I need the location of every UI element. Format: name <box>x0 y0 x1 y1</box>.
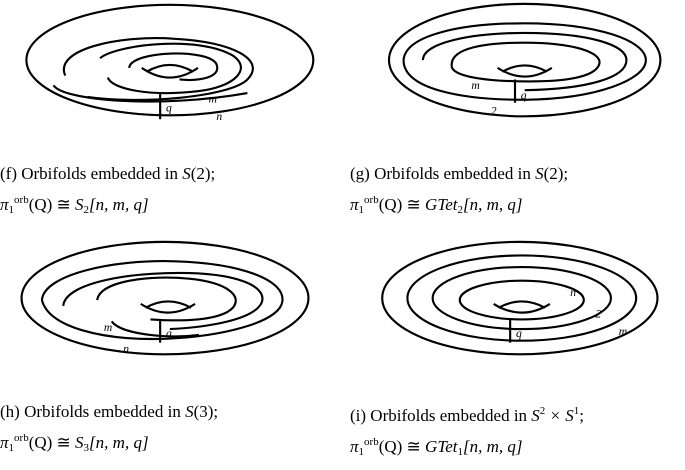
caption-f-line2: π1orb(Q) ≅ S2[n, m, q] <box>0 194 149 216</box>
label-q: q <box>516 327 522 340</box>
caption-i-line2: π1orb(Q) ≅ GTet1[n, m, q] <box>350 436 523 458</box>
knot-strand-n <box>402 22 647 101</box>
knot-strand-lower <box>52 84 248 103</box>
inner-hole-bottom <box>141 66 199 79</box>
label-q: q <box>166 101 172 114</box>
knot-strand-2 <box>421 31 628 92</box>
outer-torus-boundary <box>381 240 659 356</box>
caption-h-line1: (h) Orbifolds embedded in S(3); <box>0 402 219 421</box>
inner-hole-bottom <box>496 66 553 78</box>
caption-g-line1: (g) Orbifolds embedded in S(2); <box>350 164 569 183</box>
caption-i-line1: (i) Orbifolds embedded in S2 × S1; <box>350 405 585 425</box>
figure-i-torus-diagram: q n 2 m <box>381 240 659 356</box>
knot-strand-m <box>450 41 601 83</box>
caption-i: (i) Orbifolds embedded in S2 × S1; π1orb… <box>350 398 685 466</box>
knot-strand-outer <box>40 260 284 341</box>
label-q: q <box>166 327 172 340</box>
inner-hole-top <box>501 64 548 73</box>
label-2: 2 <box>595 307 601 320</box>
knot-strand-inner <box>128 52 219 81</box>
caption-h-line2: π1orb(Q) ≅ S3[n, m, q] <box>0 432 149 454</box>
label-q: q <box>521 89 527 102</box>
caption-h: (h) Orbifolds embedded in S(3); π1orb(Q)… <box>0 398 340 462</box>
knot-circle-n <box>458 279 585 321</box>
inner-hole-top <box>145 300 192 309</box>
label-m: m <box>104 321 112 334</box>
knot-strand-lower <box>110 320 200 338</box>
caption-g-line2: π1orb(Q) ≅ GTet2[n, m, q] <box>350 194 523 216</box>
figure-f-torus-diagram: q m n <box>25 3 315 123</box>
label-n: n <box>216 110 222 123</box>
outer-torus-boundary <box>20 240 310 356</box>
knot-strand-n <box>62 271 264 331</box>
outer-torus-boundary <box>25 3 315 117</box>
label-2: 2 <box>491 104 497 117</box>
figure-h-torus-diagram: q m n <box>20 240 310 356</box>
label-n: n <box>510 124 516 126</box>
label-m: m <box>471 79 479 92</box>
inner-hole-bottom <box>493 303 551 314</box>
figure-g-torus-diagram: q m 2 n <box>387 2 662 126</box>
label-n: n <box>123 342 129 355</box>
knot-strand-m <box>99 42 242 95</box>
outer-torus-boundary <box>387 2 662 118</box>
knot-circle-m <box>406 254 638 342</box>
inner-hole-top <box>146 63 194 73</box>
knot-circle-2 <box>431 266 613 331</box>
knot-strand-n <box>62 37 254 101</box>
caption-g: (g) Orbifolds embedded in S(2); π1orb(Q)… <box>350 160 685 224</box>
caption-f: (f) Orbifolds embedded in S(2); π1orb(Q)… <box>0 160 340 224</box>
knot-strand-m <box>96 276 237 322</box>
inner-hole-top <box>498 300 546 309</box>
caption-f-line1: (f) Orbifolds embedded in S(2); <box>0 164 216 183</box>
label-n: n <box>570 286 576 299</box>
label-m: m <box>619 325 627 338</box>
inner-hole-bottom <box>140 303 196 314</box>
label-m: m <box>209 93 217 106</box>
